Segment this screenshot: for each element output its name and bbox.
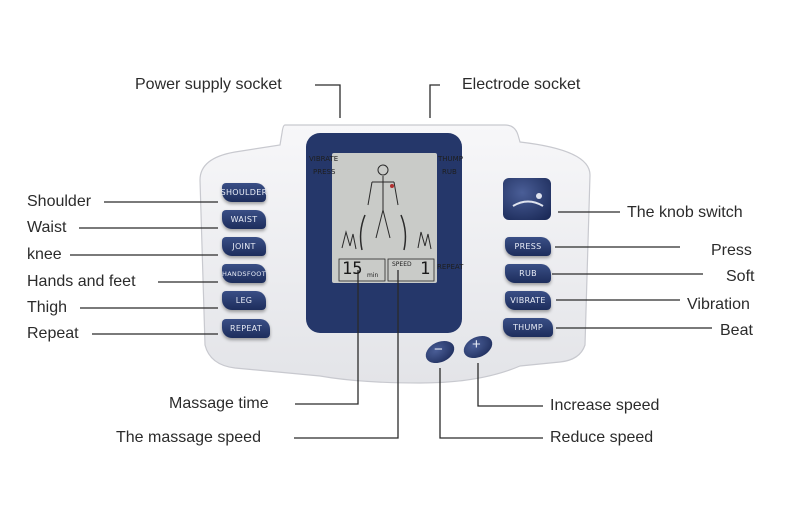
hands-icon: [341, 230, 432, 250]
minus-button-shape[interactable]: [422, 337, 458, 368]
handsfoot-button[interactable]: HANDSFOOT: [222, 264, 266, 283]
plus-icon: +: [472, 336, 481, 353]
repeat-button[interactable]: REPEAT: [222, 319, 270, 338]
callout-shoulder: Shoulder: [27, 193, 92, 210]
body-figure-icon: [367, 164, 399, 239]
leader-lines: [70, 84, 712, 439]
joint-button[interactable]: JOINT: [222, 237, 266, 256]
lcd-thump-label: THUMP: [438, 155, 463, 163]
callout-massage-speed: The massage speed: [116, 429, 261, 446]
vibrate-button[interactable]: VIBRATE: [505, 291, 551, 310]
lcd-time-value: 15: [342, 259, 363, 279]
callout-waist: Waist: [27, 219, 67, 236]
callout-knob-switch: The knob switch: [627, 204, 743, 221]
callout-repeat: Repeat: [27, 325, 79, 342]
shoulder-button[interactable]: SHOULDER: [221, 183, 267, 202]
waist-button[interactable]: WAIST: [222, 210, 266, 229]
lcd-speed-label: SPEED: [392, 261, 412, 268]
lcd-wave-marks: [359, 214, 407, 251]
plus-button-shape[interactable]: [460, 332, 496, 363]
lcd-press-label: PRESS: [313, 168, 336, 176]
callout-hands-and-feet: Hands and feet: [27, 273, 136, 290]
rub-button[interactable]: RUB: [505, 264, 551, 283]
callout-increase-speed: Increase speed: [550, 397, 660, 414]
callout-power-supply-socket: Power supply socket: [135, 76, 282, 93]
lcd-vibrate-label: VIBRATE: [309, 155, 339, 163]
lcd-repeat-label: REPEAT: [437, 263, 464, 271]
callout-vibration: Vibration: [687, 296, 750, 313]
leg-button[interactable]: LEG: [222, 291, 266, 310]
callout-beat: Beat: [720, 322, 753, 339]
callout-massage-time: Massage time: [169, 395, 269, 412]
lcd-speed-value: 1: [420, 259, 431, 279]
callout-knee: knee: [27, 246, 62, 263]
speed-box: [387, 258, 435, 282]
time-box: [338, 258, 386, 282]
knob-icon: [512, 200, 544, 207]
callout-soft: Soft: [726, 268, 755, 285]
callout-electrode-socket: Electrode socket: [462, 76, 581, 93]
lcd-time-unit: min: [367, 272, 379, 279]
minus-icon: −: [434, 341, 443, 358]
press-button[interactable]: PRESS: [505, 237, 551, 256]
thump-button[interactable]: THUMP: [503, 318, 553, 337]
knob-switch[interactable]: [503, 178, 551, 220]
lcd-rub-label: RUB: [442, 168, 457, 176]
callout-thigh: Thigh: [27, 299, 68, 316]
callout-press: Press: [711, 242, 752, 259]
callout-reduce-speed: Reduce speed: [550, 429, 654, 446]
